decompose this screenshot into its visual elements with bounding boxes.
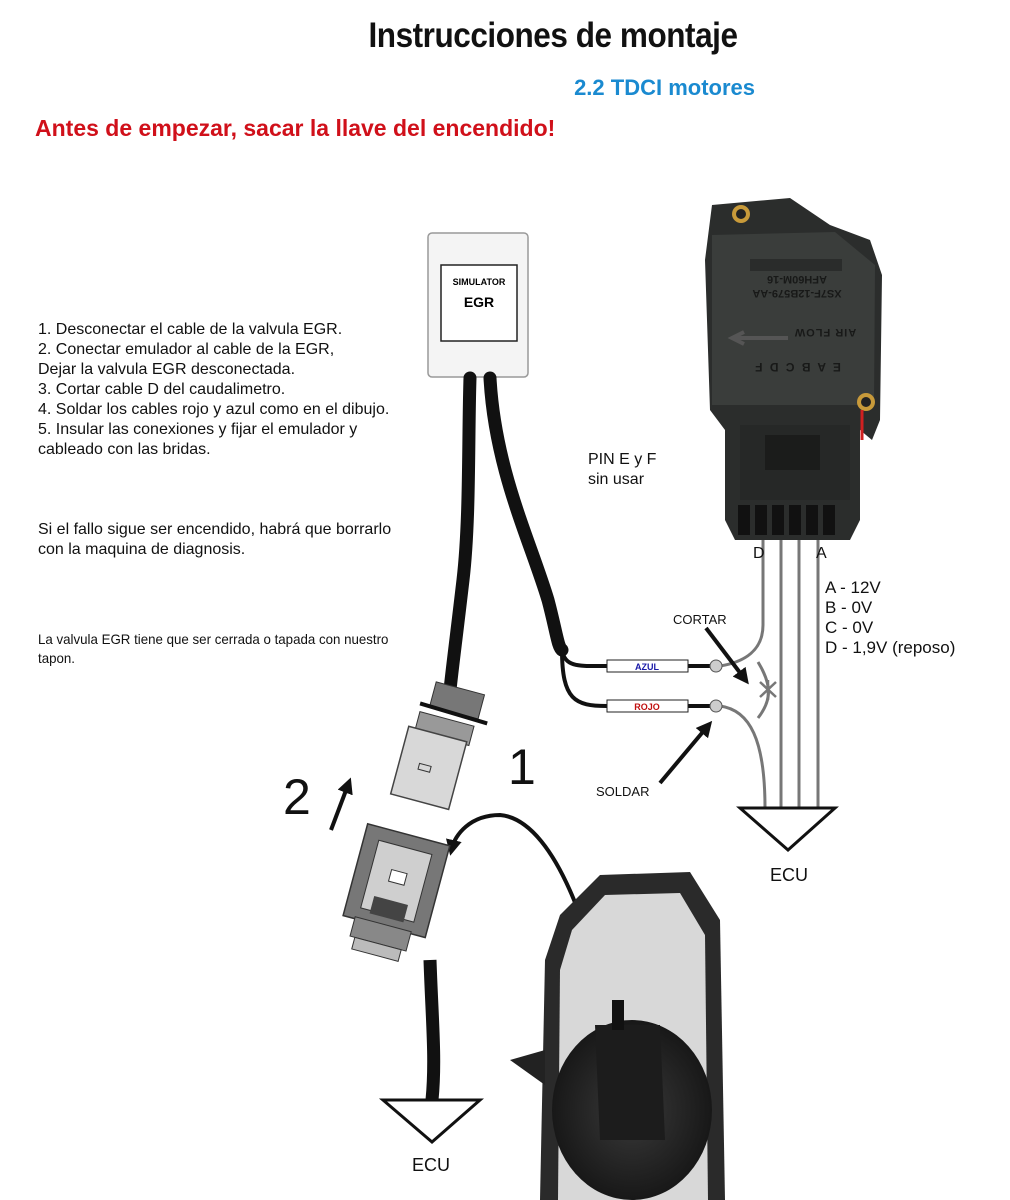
warning-text: Antes de empezar, sacar la llave del enc…: [35, 115, 556, 141]
page-title: Instrucciones de montaje: [368, 16, 738, 55]
subtitle: 2.2 TDCI motores: [574, 75, 755, 100]
pin-voltages: A - 12V B - 0V C - 0V D - 1,9V (reposo): [825, 578, 955, 658]
note-line: con la maquina de diagnosis.: [38, 541, 246, 558]
pin-voltage: C - 0V: [825, 618, 874, 637]
unused-pins-line: PIN E y F: [588, 451, 657, 468]
cut-label: CORTAR: [673, 612, 727, 627]
maf-code-text: AFH60M-16: [767, 273, 827, 285]
step-line: Dejar la valvula EGR desconectada.: [38, 361, 296, 378]
step-line: cableado con las bridas.: [38, 441, 211, 458]
simulator-connector: [389, 681, 488, 811]
solder-arrow-icon: [658, 720, 713, 785]
step-number-1: 1: [508, 739, 536, 795]
step-line: 3. Cortar cable D del caudalimetro.: [38, 381, 286, 398]
pin-a-label: A: [816, 545, 827, 562]
step-line: 5. Insular las conexiones y fijar el emu…: [38, 421, 358, 438]
valve-note: La valvula EGR tiene que ser cerrada o t…: [38, 630, 388, 668]
instruction-steps: 1. Desconectar el cable de la valvula EG…: [38, 320, 389, 460]
step-line: 2. Conectar emulador al cable de la EGR,: [38, 341, 335, 358]
unused-pins-line: sin usar: [588, 471, 645, 488]
ecu-ground-left: [378, 1098, 484, 1144]
red-wire-label: ROJO: [606, 699, 689, 713]
note-line: Si el fallo sigue ser encendido, habrá q…: [38, 521, 392, 538]
azul-text: AZUL: [635, 662, 659, 672]
splice-point-blue: [709, 659, 723, 673]
maf-pins-text: E A B C D F: [753, 360, 841, 374]
splice-point-red: [709, 699, 723, 713]
simulator-cables: [443, 371, 714, 708]
simulator-label: SIMULATOR: [453, 277, 506, 287]
step-number-2: 2: [283, 769, 311, 825]
fault-note: Si el fallo sigue ser encendido, habrá q…: [38, 520, 391, 560]
maf-airflow-text: AIR FLOW: [794, 326, 856, 338]
blue-wire-label: AZUL: [606, 659, 689, 673]
pin-voltage: A - 12V: [825, 578, 881, 597]
ecu-label-left: ECU: [412, 1155, 451, 1175]
up-arrow-icon: [329, 777, 353, 831]
cut-mark-icon: [759, 680, 777, 700]
ecu-cable: [423, 959, 441, 1101]
step-line: 4. Soldar los cables rojo y azul como en…: [38, 401, 390, 418]
pin-d-label: D: [753, 545, 765, 562]
note-line: tapon.: [38, 650, 75, 666]
maf-sensor-photo: AFH60M-16 XS7F-12B579-AA AIR FLOW E A B …: [705, 198, 882, 540]
pin-voltage: D - 1,9V (reposo): [825, 638, 956, 657]
simulator-box: SIMULATOR EGR: [427, 232, 529, 378]
pin-voltage: B - 0V: [825, 598, 873, 617]
ecu-wires: [719, 540, 820, 809]
solder-label: SOLDAR: [596, 784, 650, 799]
egr-valve-photo: [510, 872, 725, 1200]
maf-part-text: XS7F-12B579-AA: [752, 287, 841, 299]
unused-pins-label: PIN E y F sin usar: [588, 450, 656, 490]
step-line: 1. Desconectar el cable de la valvula EG…: [38, 321, 343, 338]
ecu-ground-right: [736, 806, 839, 853]
ecu-label-right: ECU: [770, 865, 809, 885]
simulator-egr-label: EGR: [464, 294, 494, 310]
rojo-text: ROJO: [634, 702, 660, 712]
car-connector: [342, 822, 451, 962]
cut-arrow-icon: [704, 626, 749, 685]
note-line: La valvula EGR tiene que ser cerrada o t…: [38, 631, 389, 647]
